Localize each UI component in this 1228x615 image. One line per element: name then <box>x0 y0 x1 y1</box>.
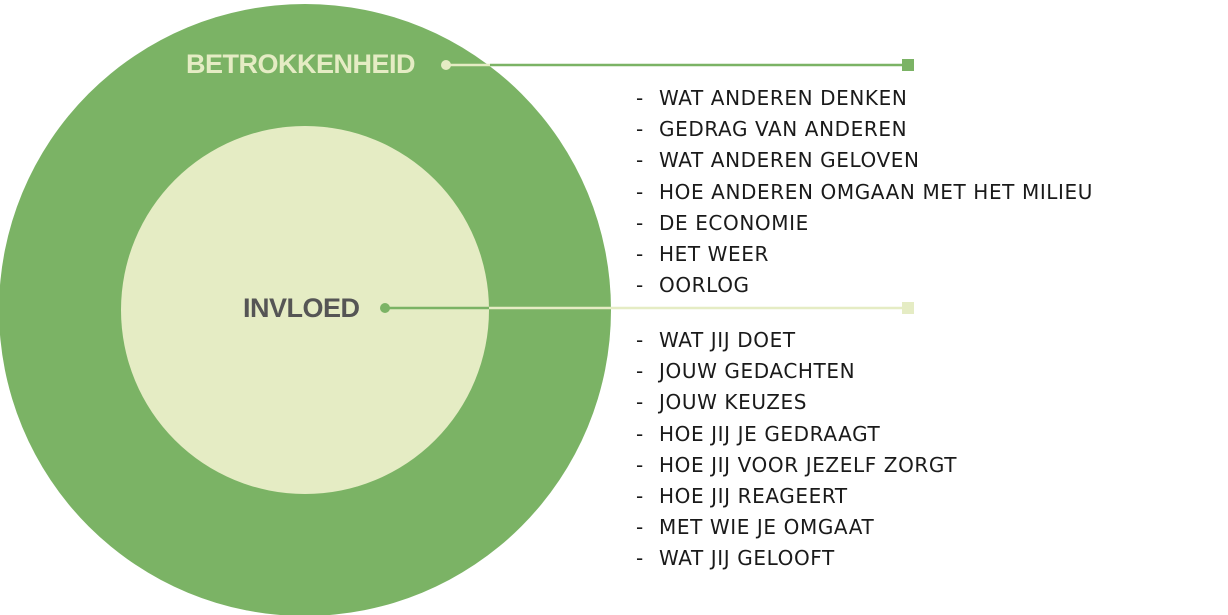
list-item: -MET WIE JE OMGAAT <box>636 515 875 540</box>
list-item: -HOE JIJ REAGEERT <box>636 483 848 508</box>
invloed-list: -WAT JIJ DOET -JOUW GEDACHTEN -JOUW KEUZ… <box>636 325 957 575</box>
list-item: -HOE JIJ JE GEDRAAGT <box>636 421 881 446</box>
list-item: -WAT ANDEREN GELOVEN <box>636 148 920 173</box>
list-item: -HET WEER <box>636 241 769 266</box>
betrokkenheid-list: -WAT ANDEREN DENKEN -GEDRAG VAN ANDEREN … <box>636 83 1093 301</box>
list-item: -GEDRAG VAN ANDEREN <box>636 117 908 142</box>
list-item: -JOUW KEUZES <box>636 390 808 415</box>
betrokkenheid-label: BETROKKENHEID <box>186 49 416 79</box>
invloed-connector-square <box>902 302 914 314</box>
list-item: -WAT JIJ GELOOFT <box>636 546 835 571</box>
list-item: -HOE ANDEREN OMGAAN MET HET MILIEU <box>636 179 1094 204</box>
list-item: -WAT JIJ DOET <box>636 328 796 352</box>
invloed-connector-dot <box>380 303 390 313</box>
inner-circle-invloed <box>121 126 489 494</box>
list-item: -JOUW GEDACHTEN <box>636 359 856 384</box>
list-item: -OORLOG <box>636 273 750 298</box>
list-item: -DE ECONOMIE <box>636 210 809 235</box>
betrokkenheid-connector-square <box>902 59 914 71</box>
betrokkenheid-connector-dot <box>441 60 451 70</box>
list-item: -WAT ANDEREN DENKEN <box>636 86 908 110</box>
invloed-label: INVLOED <box>243 293 360 323</box>
list-item: -HOE JIJ VOOR JEZELF ZORGT <box>636 452 958 477</box>
